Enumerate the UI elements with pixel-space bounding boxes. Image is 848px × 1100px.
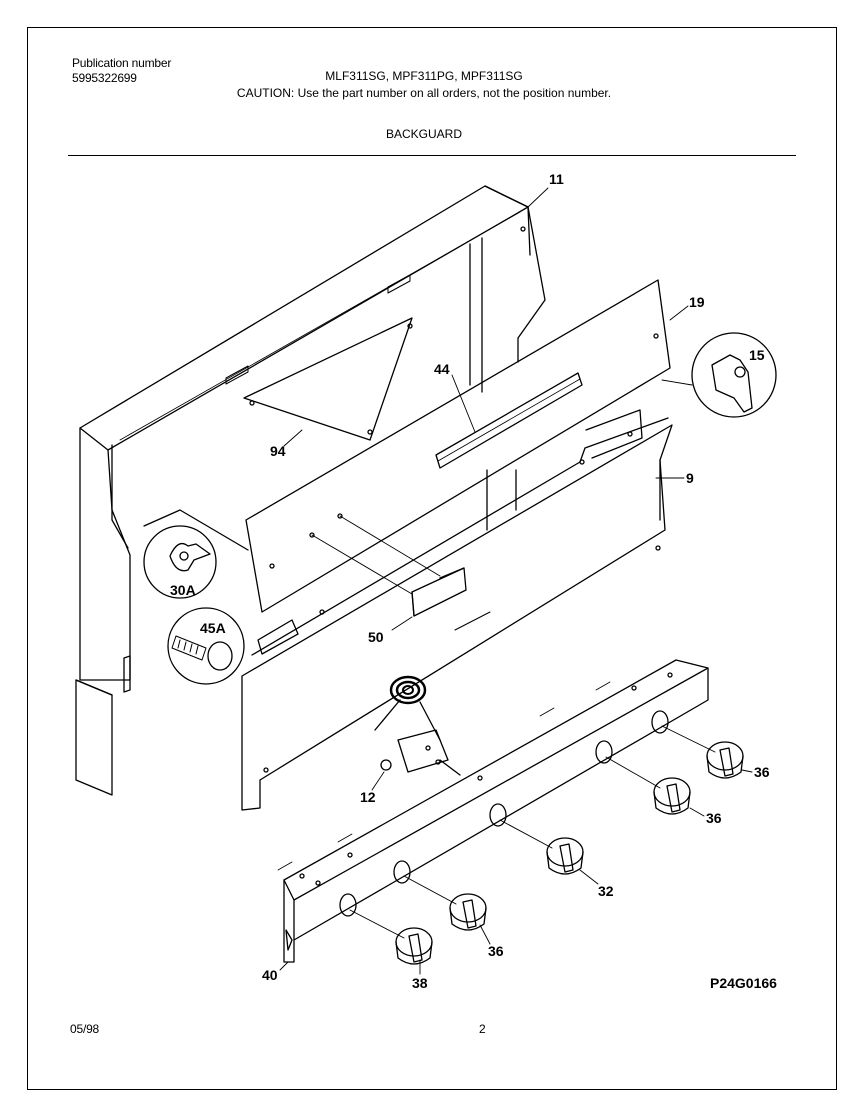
callout-15: 15 (749, 347, 765, 363)
callout-50: 50 (368, 629, 384, 645)
part-30a-wing-nut-detail (143, 509, 249, 599)
callout-40: 40 (262, 967, 278, 983)
section-title: BACKGUARD (385, 127, 462, 141)
control-knob (546, 837, 584, 875)
part-45a-bolt-detail (167, 607, 245, 685)
burner-hole (489, 803, 507, 827)
callout-36-top: 36 (754, 764, 770, 780)
burner-hole (595, 740, 613, 764)
control-knob (395, 927, 433, 965)
callout-11: 11 (549, 171, 564, 187)
caution-note: CAUTION: Use the part number on all orde… (236, 86, 612, 100)
part-50-switch-block (411, 567, 467, 617)
control-knob (449, 893, 487, 931)
callout-32: 32 (598, 883, 614, 899)
part-12-timer (374, 675, 461, 776)
model-numbers: MLF311SG, MPF311PG, MPF311SG (325, 69, 523, 83)
lower-end-piece (75, 679, 113, 796)
footer-date: 05/98 (70, 1022, 100, 1036)
part-44-trim-strip (435, 372, 583, 469)
callout-94: 94 (270, 443, 286, 459)
burner-hole (393, 860, 411, 884)
control-knob (653, 777, 691, 815)
callout-19: 19 (689, 294, 705, 310)
callout-36-lower: 36 (488, 943, 504, 959)
part-40-knob-panel (277, 659, 709, 963)
footer-page-number: 2 (479, 1022, 486, 1036)
callout-30a: 30A (170, 582, 196, 598)
publication-label: Publication number (72, 56, 172, 70)
part-15-clip-detail (661, 332, 777, 418)
publication-number: 5995322699 (72, 71, 137, 85)
part-11-backguard-shell (79, 185, 546, 693)
burner-hole (651, 710, 669, 734)
callout-38: 38 (412, 975, 428, 991)
callout-9: 9 (686, 470, 694, 486)
page-border (27, 27, 837, 1090)
part-19-glass-panel (245, 279, 671, 613)
header-rule (68, 155, 796, 156)
callout-45a: 45A (200, 620, 226, 636)
part-94-bracket (243, 317, 413, 441)
part-9-control-panel (241, 409, 673, 811)
diagram-code: P24G0166 (710, 975, 777, 991)
callout-36-upper: 36 (706, 810, 722, 826)
burner-hole (339, 893, 357, 917)
control-knob (706, 741, 744, 779)
callout-12: 12 (360, 789, 376, 805)
callout-44: 44 (434, 361, 450, 377)
